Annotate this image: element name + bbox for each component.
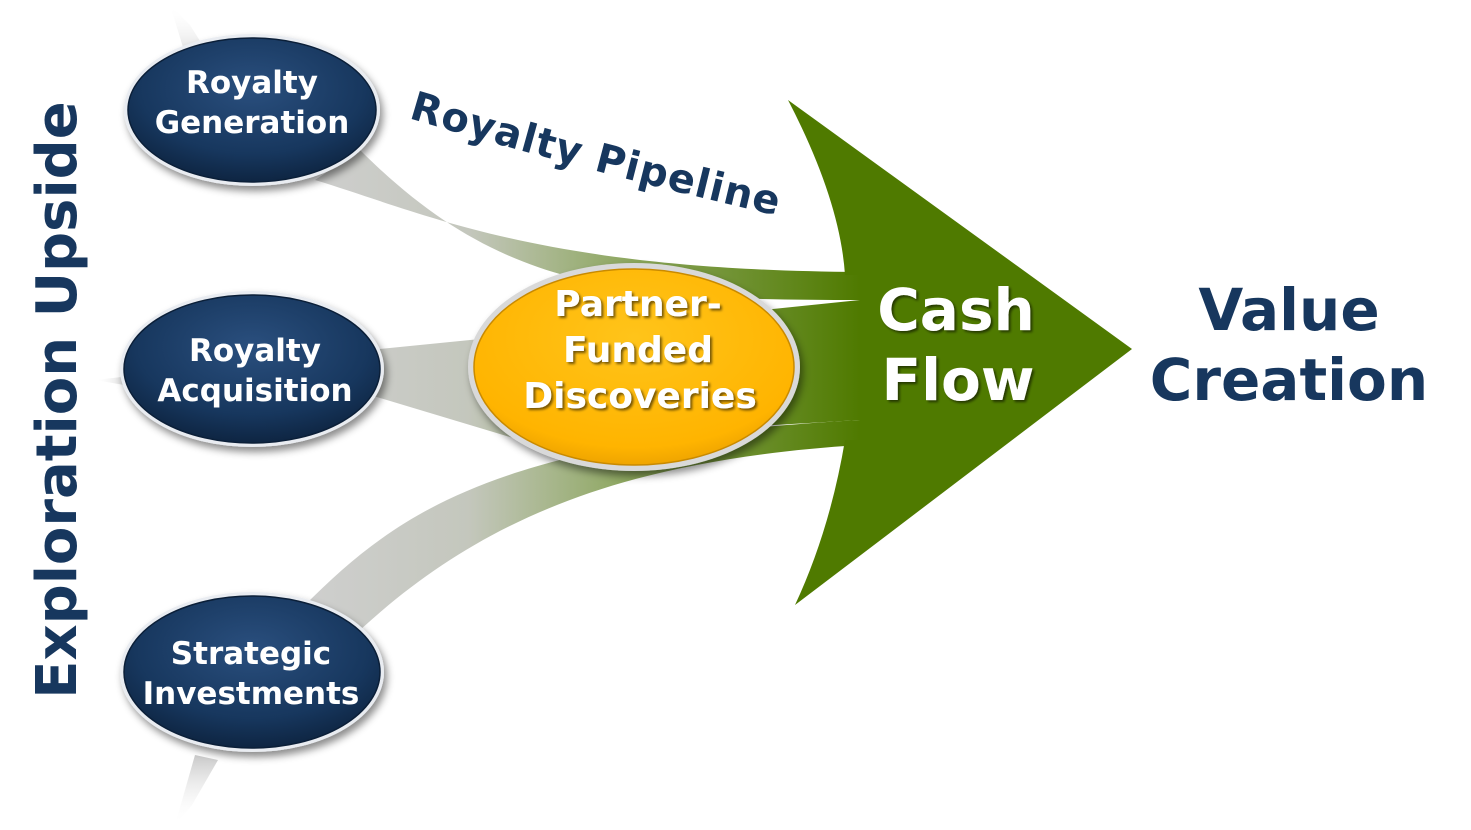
value-creation-line2: Creation [1150,346,1428,414]
royalty-acquisition-line1: Royalty [189,333,321,369]
royalty-generation-line1: Royalty [186,65,318,101]
strategic-investments-node: Strategic Investments [120,592,384,752]
partner-funded-discoveries-node: Partner- Funded Discoveries [468,263,800,471]
strategic-investments-line2: Investments [143,676,360,712]
strategic-investments-line1: Strategic [171,636,331,672]
partner-funded-line2: Funded [563,330,713,371]
cash-flow-line2: Flow [882,346,1035,414]
cash-flow-line1: Cash [877,276,1035,344]
royalty-pipeline-label: Royalty Pipeline [405,84,785,226]
value-creation-line1: Value [1198,276,1379,344]
royalty-acquisition-line2: Acquisition [157,373,352,409]
royalty-generation-node: Royalty Generation [124,34,380,186]
lower-tail [175,755,218,825]
royalty-generation-line2: Generation [155,105,350,141]
partner-funded-line3: Discoveries [523,376,757,417]
cash-flow-arrow [788,100,1132,605]
royalty-acquisition-node: Royalty Acquisition [120,291,384,447]
partner-funded-line1: Partner- [554,284,721,325]
royalty-pipeline-label-path: Royalty Pipeline [405,84,784,226]
exploration-upside-label: Exploration Upside [25,101,90,699]
